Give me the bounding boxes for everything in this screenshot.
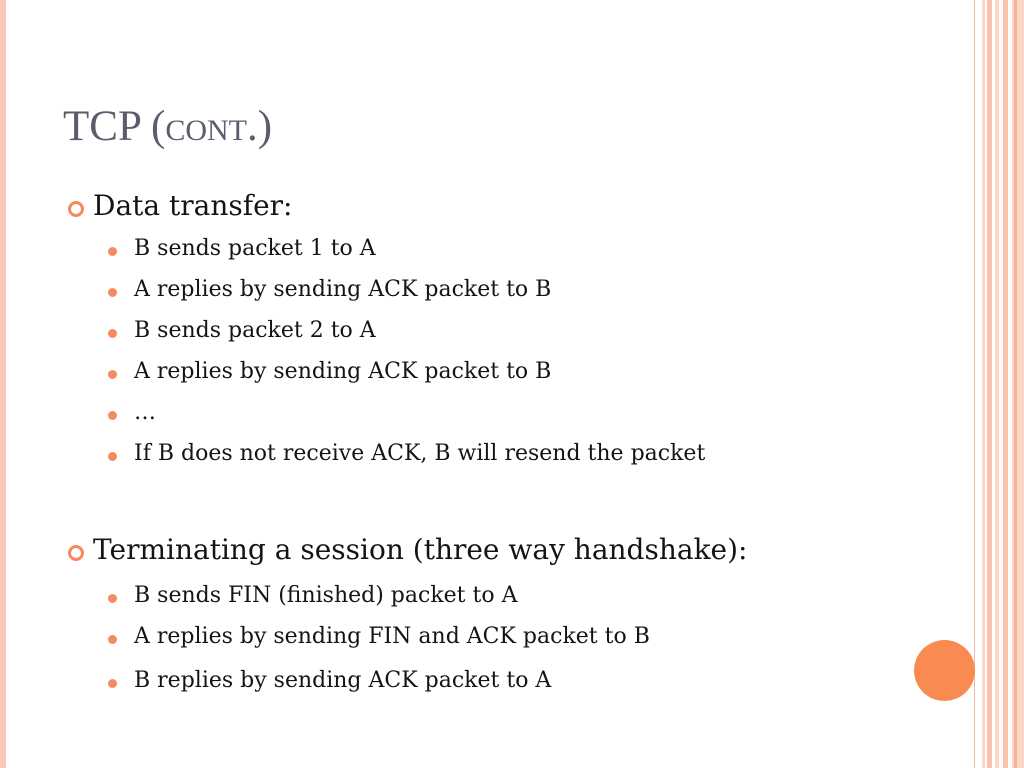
list-item: A replies by sending ACK packet to B (134, 359, 552, 384)
dot-bullet-icon (108, 411, 117, 420)
list-item: A replies by sending FIN and ACK packet … (134, 624, 650, 649)
right-border-stripe (995, 0, 999, 768)
ring-bullet-icon (68, 201, 84, 217)
dot-bullet-icon (108, 288, 117, 297)
right-border-stripe (1014, 0, 1017, 768)
dot-bullet-icon (108, 247, 117, 256)
list-item: A replies by sending ACK packet to B (134, 277, 552, 302)
right-border-stripe (974, 0, 975, 768)
title-main: TCP ( (63, 103, 166, 150)
list-item: B sends packet 2 to A (134, 318, 376, 343)
ring-bullet-icon (68, 545, 84, 561)
list-item: B sends FIN (finished) packet to A (134, 583, 518, 608)
left-border-stripe (0, 0, 6, 768)
slide-title: TCP (cont.) (63, 102, 272, 151)
list-item: … (134, 400, 156, 425)
right-border-stripe (987, 0, 992, 768)
dot-bullet-icon (108, 679, 117, 688)
dot-bullet-icon (108, 452, 117, 461)
right-border-stripe (982, 0, 985, 768)
list-item: If B does not receive ACK, B will resend… (134, 441, 706, 466)
dot-bullet-icon (108, 329, 117, 338)
dot-bullet-icon (108, 635, 117, 644)
right-border-stripe (1003, 0, 1008, 768)
section-heading-data-transfer: Data transfer: (93, 189, 293, 222)
list-item: B sends packet 1 to A (134, 236, 376, 261)
section-heading-terminating: Terminating a session (three way handsha… (93, 533, 748, 566)
list-item: B replies by sending ACK packet to A (134, 668, 552, 693)
title-small-caps: cont. (165, 103, 258, 150)
dot-bullet-icon (108, 594, 117, 603)
title-end: ) (257, 103, 273, 150)
dot-bullet-icon (108, 370, 117, 379)
decorative-orange-circle (914, 640, 975, 701)
